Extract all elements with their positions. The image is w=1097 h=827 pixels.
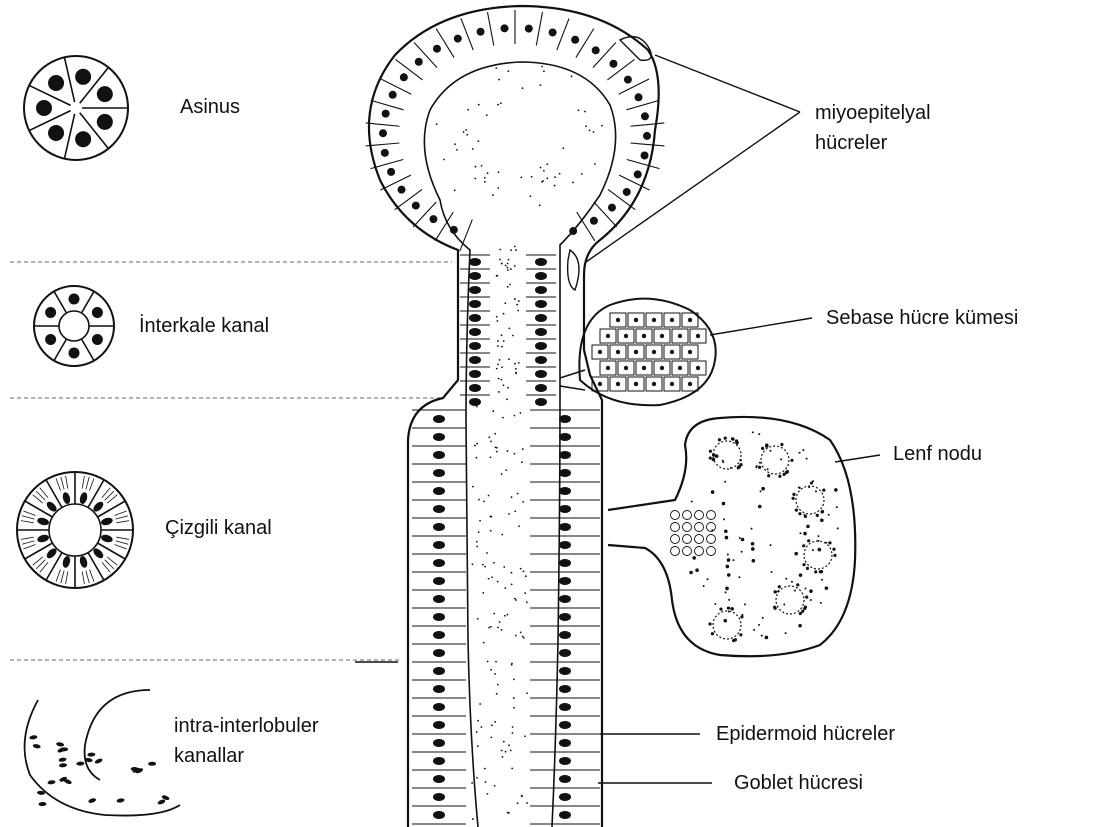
label-striated-duct: Çizgili kanal [165, 516, 272, 540]
lymph-node [608, 417, 855, 656]
intercalated-duct-cross-section [34, 286, 114, 366]
label-myoepithelial-line1: miyoepitelyal [815, 101, 931, 125]
main-duct [366, 6, 665, 827]
label-intercalated-duct: İnterkale kanal [139, 314, 269, 338]
label-sebaceous: Sebase hücre kümesi [826, 306, 1018, 330]
label-interlobular-line2: kanallar [174, 744, 244, 768]
interlobular-duct-schematic [25, 690, 180, 816]
label-lymph-node: Lenf nodu [893, 442, 982, 466]
label-interlobular-line1: intra-interlobuler [174, 714, 319, 738]
striated-duct-cross-section [17, 472, 133, 588]
acinus-cross-section [24, 56, 128, 160]
label-myoepithelial-line2: hücreler [815, 131, 887, 155]
label-acinus: Asinus [180, 95, 240, 119]
label-epidermoid: Epidermoid hücreler [716, 722, 895, 746]
label-goblet: Goblet hücresi [734, 771, 863, 795]
